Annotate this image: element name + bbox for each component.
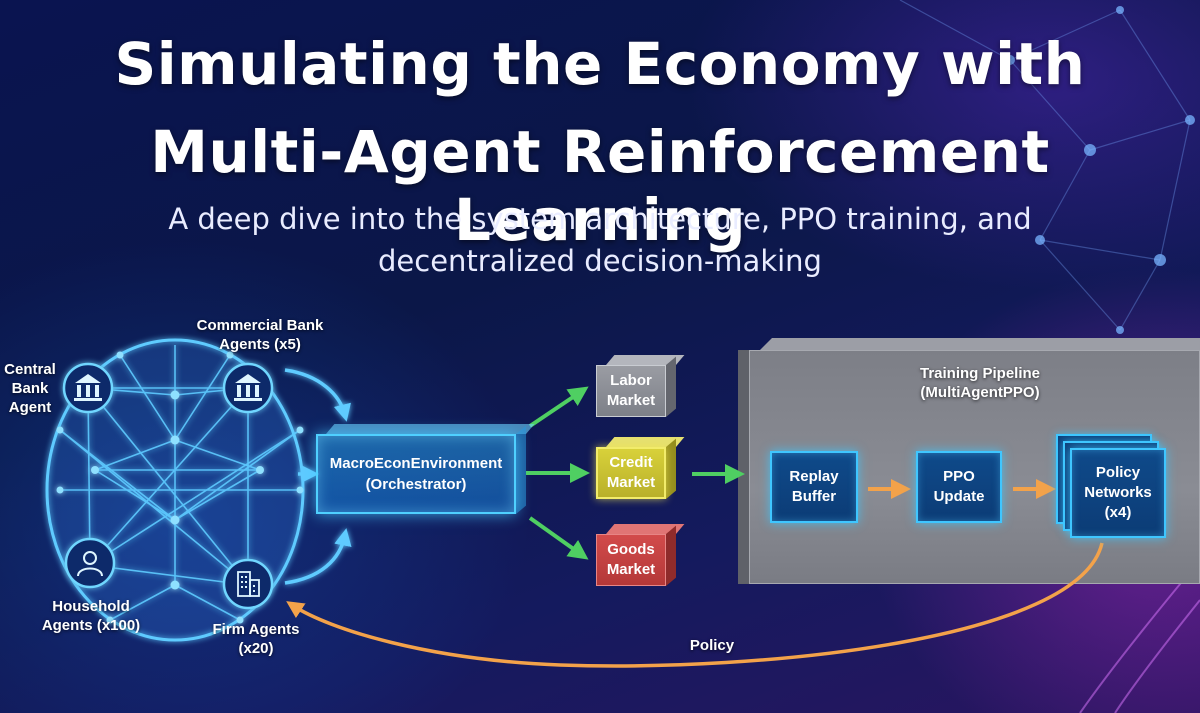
labor-market-label-line: Labor	[610, 372, 652, 389]
central-bank-label-line: Bank	[11, 380, 49, 397]
replay-buffer-box: Replay Buffer	[770, 451, 858, 523]
credit-market-side-face	[666, 438, 676, 499]
credit-market-label-line: Credit	[609, 454, 653, 471]
network-edges	[59, 345, 301, 621]
orchestrator-box: MacroEconEnvironment (Orchestrator)	[316, 434, 516, 514]
labor-market-side-face	[666, 356, 676, 417]
labor-market-box: Labor Market	[596, 365, 666, 417]
policy-networks-label-line: Policy	[1095, 464, 1141, 481]
ppo-update-box: PPO Update	[916, 451, 1002, 523]
goods-market-box: Goods Market	[596, 534, 666, 586]
firm-label-line: Firm Agents	[212, 621, 300, 638]
orchestrator-top-face	[326, 424, 535, 434]
title-line-2: Multi-Agent Reinforcement Learning	[150, 118, 1050, 254]
ppo-update-label-line: PPO	[943, 468, 975, 485]
training-pipeline-title: Training Pipeline (MultiAgentPPO)	[880, 364, 1080, 402]
household-label-line: Household	[52, 598, 130, 615]
policy-feedback-label: Policy	[689, 637, 735, 654]
training-pipeline-title-line: Training Pipeline	[919, 365, 1041, 382]
commercial-bank-label-line: Agents (x5)	[219, 336, 301, 353]
firm-label-line: (x20)	[238, 640, 274, 657]
central-bank-label-line: Agent	[8, 399, 52, 416]
labor-market-label-line: Market	[606, 392, 656, 409]
household-label: Household Agents (x100)	[26, 597, 156, 635]
policy-networks-box: Policy Networks (x4)	[1070, 448, 1166, 538]
subtitle-line-1: A deep dive into the system architecture…	[168, 202, 1032, 236]
central-bank-label-line: Central	[4, 361, 56, 378]
policy-networks-label-line: Networks	[1084, 484, 1152, 501]
goods-market-label-line: Goods	[607, 541, 655, 558]
ppo-update-label-line: Update	[933, 488, 985, 505]
building-icon	[222, 558, 274, 610]
agent-to-environment-arrows	[284, 368, 352, 585]
commercial-bank-label: Commercial Bank Agents (x5)	[190, 316, 330, 354]
firm-label: Firm Agents (x20)	[196, 620, 316, 658]
policy-feedback-arrow	[286, 542, 1104, 668]
replay-buffer-label-line: Replay	[789, 468, 839, 485]
bank-icon	[62, 362, 114, 414]
replay-buffer-label-line: Buffer	[791, 488, 837, 505]
credit-market-label-line: Market	[606, 474, 656, 491]
policy-networks-label-line: (x4)	[1104, 504, 1132, 521]
subtitle-line-2: decentralized decision-making	[378, 244, 822, 278]
goods-market-label-line: Market	[606, 561, 656, 578]
network-nodes	[56, 351, 304, 624]
goods-market-side-face	[666, 525, 676, 586]
orchestrator-label-line: (Orchestrator)	[365, 476, 467, 493]
training-pipeline-title-line: (MultiAgentPPO)	[920, 384, 1040, 401]
title-line-1: Simulating the Economy with	[114, 30, 1086, 98]
bank-icon	[222, 362, 274, 414]
orchestrator-side-face	[516, 425, 526, 514]
central-bank-label: Central Bank Agent	[0, 360, 60, 417]
environment-to-market-arrows	[526, 386, 745, 560]
commercial-bank-label-line: Commercial Bank	[196, 317, 324, 334]
orchestrator-label-line: MacroEconEnvironment	[329, 455, 503, 472]
credit-market-box: Credit Market	[596, 447, 666, 499]
person-icon	[64, 537, 116, 589]
household-label-line: Agents (x100)	[41, 617, 141, 634]
